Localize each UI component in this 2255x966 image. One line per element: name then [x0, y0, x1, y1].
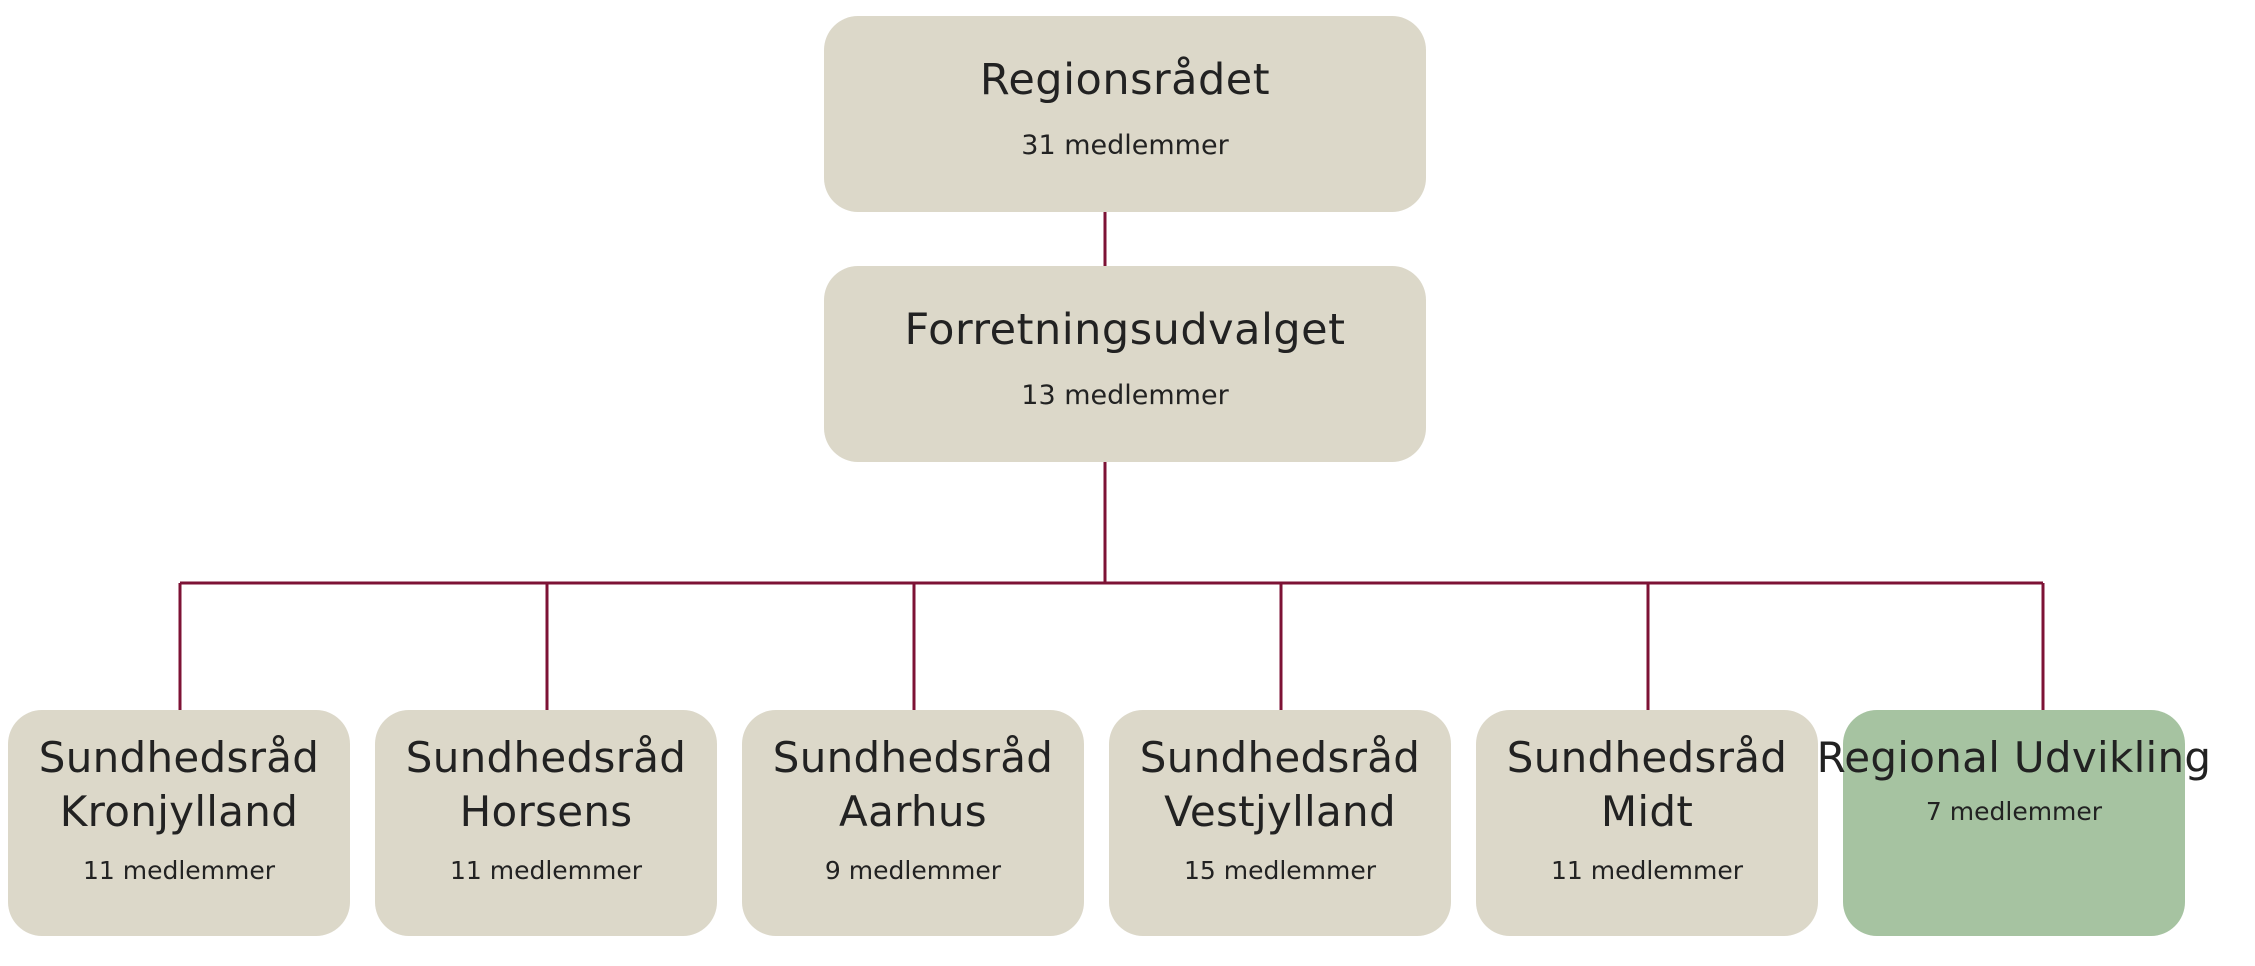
- node-title-line: Sundhedsråd: [1506, 733, 1788, 782]
- node-sundhedsraad-horsens: Sundhedsråd Horsens 11 medlemmer: [375, 710, 717, 936]
- node-members: 31 medlemmer: [1021, 130, 1229, 161]
- node-title-line: Regional Udvikling: [1816, 733, 2212, 782]
- node-title-line: Midt: [1600, 787, 1694, 836]
- node-members: 11 medlemmer: [82, 856, 276, 885]
- node-title-line: Vestjylland: [1164, 787, 1396, 836]
- node-title: Sundhedsråd Aarhus: [773, 731, 1054, 839]
- node-title-line: Sundhedsråd: [38, 733, 320, 782]
- node-title: Sundhedsråd Vestjylland: [1140, 731, 1421, 839]
- node-sundhedsraad-midt: Sundhedsråd Midt 11 medlemmer: [1476, 710, 1818, 936]
- node-title-line: Aarhus: [839, 787, 987, 836]
- node-title: Forretningsudvalget: [904, 305, 1346, 355]
- node-sundhedsraad-vestjylland: Sundhedsråd Vestjylland 15 medlemmer: [1109, 710, 1451, 936]
- node-title-line: Kronjylland: [59, 787, 299, 836]
- node-members: 11 medlemmer: [449, 856, 643, 885]
- node-title: Regional Udvikling: [1817, 731, 2212, 785]
- node-regionsraadet: Regionsrådet 31 medlemmer: [824, 16, 1426, 212]
- node-members: 7 medlemmer: [1925, 797, 2103, 826]
- node-title: Regionsrådet: [979, 55, 1271, 105]
- node-members: 13 medlemmer: [1021, 380, 1229, 411]
- node-title: Sundhedsråd Horsens: [406, 731, 687, 839]
- node-members: 9 medlemmer: [824, 856, 1002, 885]
- node-members: 11 medlemmer: [1550, 856, 1744, 885]
- node-members: 15 medlemmer: [1183, 856, 1377, 885]
- node-title: Sundhedsråd Kronjylland: [39, 731, 320, 839]
- node-title: Sundhedsråd Midt: [1507, 731, 1788, 839]
- node-title-line: Sundhedsråd: [405, 733, 687, 782]
- node-regional-udvikling: Regional Udvikling 7 medlemmer: [1817, 710, 2211, 936]
- node-sundhedsraad-aarhus: Sundhedsråd Aarhus 9 medlemmer: [742, 710, 1084, 936]
- node-forretningsudvalget: Forretningsudvalget 13 medlemmer: [824, 266, 1426, 462]
- node-title-line: Sundhedsråd: [772, 733, 1054, 782]
- node-title-line: Sundhedsråd: [1139, 733, 1421, 782]
- node-sundhedsraad-kronjylland: Sundhedsråd Kronjylland 11 medlemmer: [8, 710, 350, 936]
- node-title-line: Horsens: [459, 787, 633, 836]
